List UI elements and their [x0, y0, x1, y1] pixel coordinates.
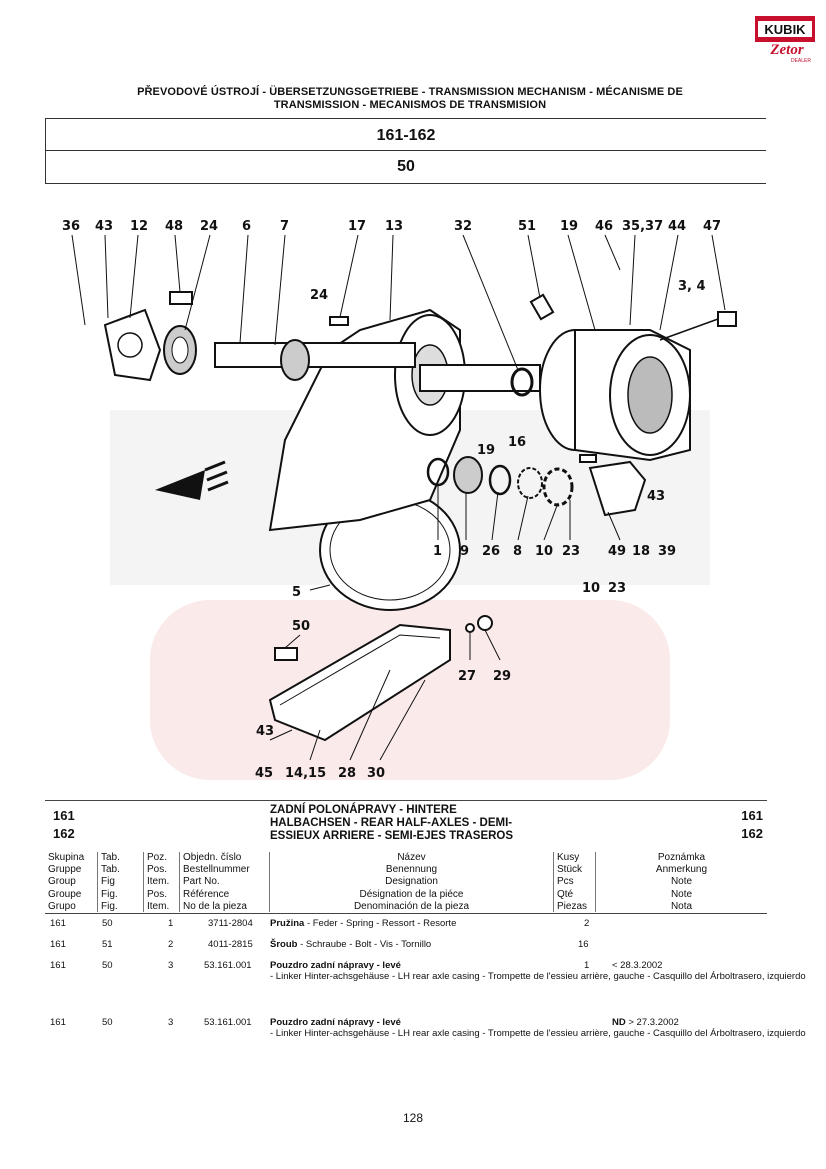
drain-plug	[477, 615, 493, 631]
seal-ring	[510, 367, 534, 397]
callout-39: 39	[658, 544, 676, 559]
hub-cap	[588, 460, 647, 517]
parts-table-header: 161 162 ZADNÍ POLONÁPRAVY - HINTERE HALB…	[45, 800, 767, 914]
group-title: ZADNÍ POLONÁPRAVY - HINTERE HALBACHSEN -…	[270, 804, 514, 842]
callout-24b: 24	[310, 288, 328, 303]
spring-clip-3	[169, 291, 193, 305]
oil-sump-pan	[268, 623, 451, 742]
shaft-seal	[453, 456, 483, 494]
callout-46: 46	[595, 219, 613, 234]
logo-text-bottom: Zetor	[769, 42, 803, 58]
callout-50: 50	[292, 619, 310, 634]
callout-35-37: 35,37	[622, 219, 663, 234]
callout-28: 28	[338, 766, 356, 781]
callout-24: 24	[200, 219, 218, 234]
callout-36: 36	[62, 219, 80, 234]
callout-7: 7	[280, 219, 289, 234]
page-number: 128	[402, 1111, 424, 1125]
callout-26: 26	[482, 544, 500, 559]
section-title: PŘEVODOVÉ ÚSTROJÍ - ÜBERSETZUNGSGETRIEBE…	[40, 86, 780, 112]
callout-44: 44	[668, 219, 686, 234]
bolt-icon	[329, 316, 349, 326]
callout-30: 30	[367, 766, 385, 781]
cover-plate	[103, 308, 162, 382]
model-figure-box: 161-162 50	[45, 118, 766, 184]
callout-48: 48	[165, 219, 183, 234]
callout-17: 17	[348, 219, 366, 234]
callout-23b: 23	[608, 581, 626, 596]
callout-32: 32	[454, 219, 472, 234]
callout-27: 27	[458, 669, 476, 684]
kubik-zetor-logo: KUBIK Zetor DEALER	[755, 16, 815, 64]
callout-14-15: 14,15	[285, 766, 326, 781]
callout-1: 1	[433, 544, 442, 559]
model-number: 161-162	[46, 119, 766, 151]
section-title-line2: TRANSMISSION - MECANISMOS DE TRANSMISION	[273, 99, 547, 111]
section-title-line1: PŘEVODOVÉ ÚSTROJÍ - ÜBERSETZUNGSGETRIEBE…	[137, 86, 683, 98]
callout-43: 43	[95, 219, 113, 234]
callout-10b: 10	[582, 581, 600, 596]
logo-text-top: KUBIK	[764, 22, 806, 37]
callout-16: 16	[508, 435, 526, 450]
callout-8: 8	[513, 544, 522, 559]
bearing-2	[280, 339, 310, 381]
callout-3-4: 3, 4	[678, 279, 706, 294]
callout-23: 23	[562, 544, 580, 559]
callout-43c: 43	[256, 724, 274, 739]
lock-washer	[542, 467, 574, 507]
callout-10: 10	[535, 544, 553, 559]
callout-13: 13	[385, 219, 403, 234]
callout-9: 9	[460, 544, 469, 559]
callout-19: 19	[560, 219, 578, 234]
logo-subtext: DEALER	[791, 58, 811, 64]
direction-arrow-icon	[155, 470, 205, 500]
sensor	[717, 311, 737, 327]
callout-29: 29	[493, 669, 511, 684]
callout-49: 49	[608, 544, 626, 559]
spring-clip-2	[529, 293, 555, 321]
figure-number: 50	[397, 158, 415, 175]
callout-43b: 43	[647, 489, 665, 504]
group-number-left: 161 162	[53, 808, 75, 841]
callout-45: 45	[255, 766, 273, 781]
column-pos: Poz.Pos.Item.Pos.Item.	[143, 852, 179, 912]
callout-18: 18	[632, 544, 650, 559]
exploded-parts-diagram: 36 43 12 48 24 6 7 17 13 32 51 19 46 35,…	[30, 200, 790, 800]
bolt-icon-2	[579, 454, 597, 463]
callout-6: 6	[242, 219, 251, 234]
axle-shaft	[214, 342, 416, 368]
callout-47: 47	[703, 219, 721, 234]
group-number-right: 161 162	[741, 808, 763, 841]
callout-12: 12	[130, 219, 148, 234]
callout-19b: 19	[477, 443, 495, 458]
callout-51: 51	[518, 219, 536, 234]
spring-clip	[274, 647, 298, 661]
callout-5: 5	[292, 585, 301, 600]
